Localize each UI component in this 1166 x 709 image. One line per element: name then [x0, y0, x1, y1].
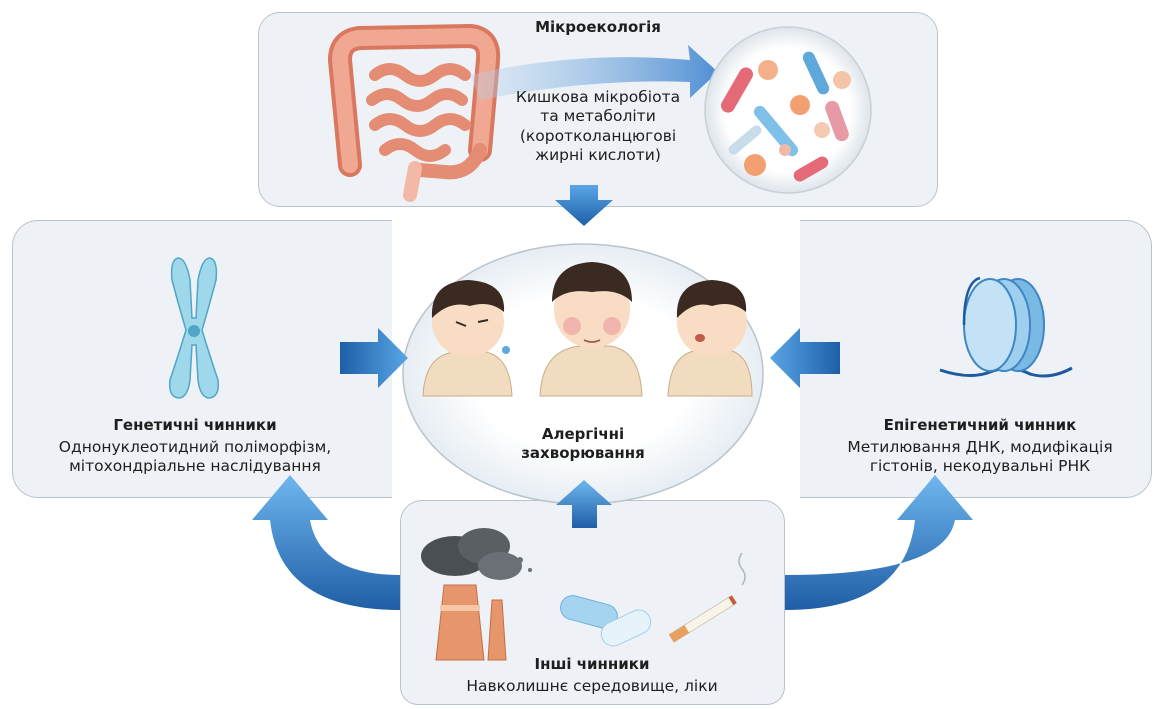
genetic-description: Однонуклеотидний поліморфізм, мітохондрі…: [30, 438, 360, 477]
pills-icon: [558, 593, 655, 650]
epigenetic-line-2: гістонів, некодувальні РНК: [820, 457, 1140, 476]
intestine-icon: [340, 36, 488, 195]
other-description: Навколишнє середовище, ліки: [432, 677, 752, 696]
microecology-line-3: (коротколанцюгові: [488, 127, 708, 146]
genetic-line-1: Однонуклеотидний поліморфізм,: [30, 438, 360, 457]
chromosome-icon: [170, 258, 219, 398]
microecology-title: Мікроекологія: [498, 18, 698, 37]
microecology-description: Кишкова мікробіота та метаболіти (коротк…: [488, 88, 708, 166]
arrow-top-down: [555, 185, 613, 226]
bacteria-icon: [705, 27, 871, 193]
arrow-left-right: [340, 328, 408, 388]
microecology-line-2: та метаболіти: [488, 107, 708, 126]
child-sneezing-icon: [423, 280, 512, 396]
arrow-curve-right: [785, 475, 973, 610]
epigenetic-title: Епігенетичний чинник: [820, 416, 1140, 435]
genetic-line-2: мітохондріальне наслідування: [30, 457, 360, 476]
epigenetic-line-1: Метилювання ДНК, модифікація: [820, 438, 1140, 457]
nucleosome-icon: [940, 278, 1072, 376]
center-title: Алергічні захворювання: [483, 425, 683, 463]
genetic-title: Генетичні чинники: [30, 416, 360, 435]
other-title: Інші чинники: [492, 655, 692, 674]
microecology-line-4: жирні кислоти): [488, 146, 708, 165]
cigarette-icon: [669, 553, 745, 642]
microecology-line-1: Кишкова мікробіота: [488, 88, 708, 107]
epigenetic-description: Метилювання ДНК, модифікація гістонів, н…: [820, 438, 1140, 477]
arrow-right-left: [770, 328, 840, 388]
factory-icon: [421, 528, 532, 660]
arrow-curve-left: [252, 475, 400, 610]
